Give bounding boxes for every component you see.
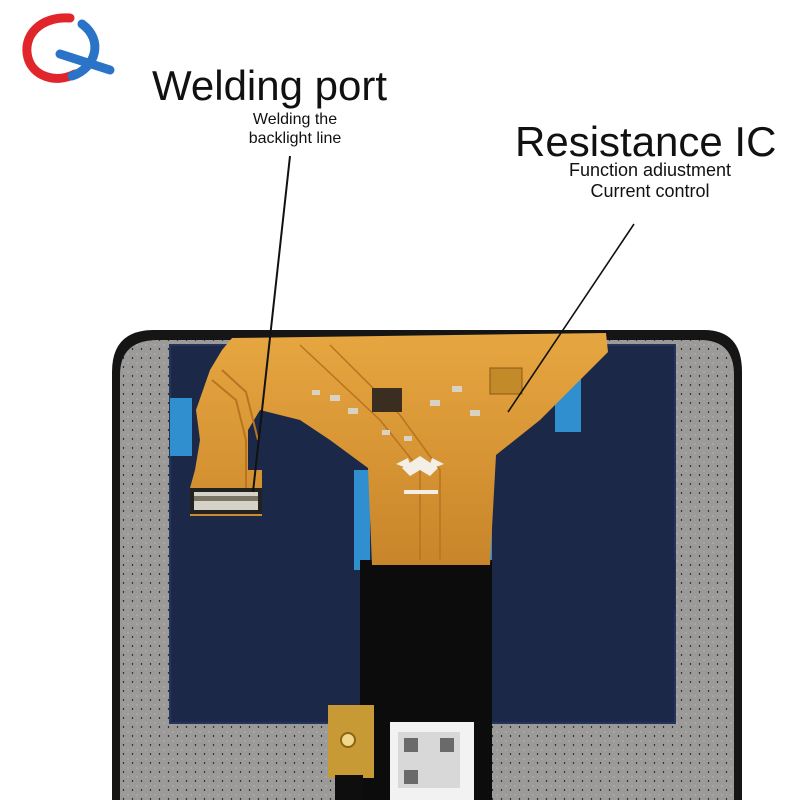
welding-port-description-line2: backlight line (248, 130, 342, 147)
gold-tab (328, 705, 374, 800)
qr-sticker (390, 722, 474, 800)
welding-port-title: Welding port (152, 62, 388, 109)
welding-port-description: Welding the backlight line (200, 110, 390, 148)
welding-leader-line (252, 155, 291, 493)
orange-flex-cable (190, 333, 608, 565)
resistance-ic-description-line1: Function adiustment (568, 160, 732, 180)
brand-logo (22, 13, 115, 83)
resistance-ic-description: Function adiustment Current control (540, 160, 760, 202)
welding-port-description-line1: Welding the (252, 111, 338, 128)
welding-port-connector (190, 488, 262, 514)
resistance-leader-line (507, 223, 635, 413)
resistance-ic-title: Resistance IC (515, 118, 777, 165)
resistance-ic-description-line2: Current control (590, 181, 710, 201)
